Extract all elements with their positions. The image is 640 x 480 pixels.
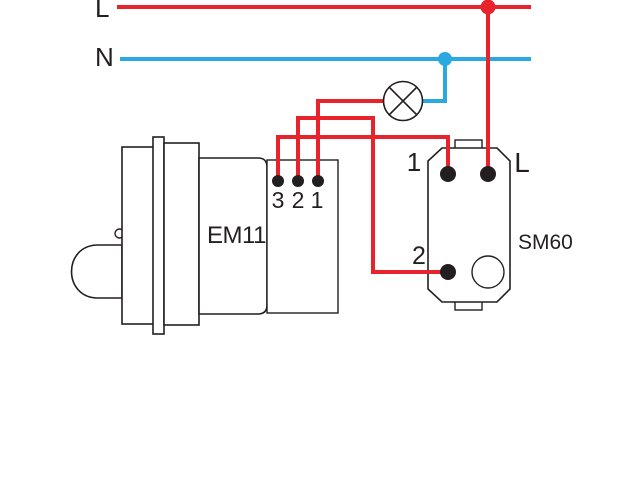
sensor-lens-dome bbox=[70, 244, 123, 299]
sensor-front-plate bbox=[163, 142, 200, 326]
junctions bbox=[272, 0, 496, 280]
sensor-terminal-1-label: 1 bbox=[311, 187, 324, 213]
neutral-junction-dot bbox=[438, 52, 452, 66]
lamp-cross-line-2 bbox=[388, 86, 418, 116]
sensor-terminal-3-dot bbox=[272, 175, 284, 187]
live-bus-label: L bbox=[95, 0, 109, 23]
pir-sensor-em11: EM11 3 2 1 bbox=[70, 136, 339, 335]
sensor-terminal-2-label: 2 bbox=[292, 187, 305, 213]
sensor-mounting-bar bbox=[152, 136, 165, 335]
wire-neutral-to-lamp bbox=[423, 59, 447, 103]
live-junction-dot bbox=[480, 0, 496, 15]
wire-sensor-t3-to-switch-t1 bbox=[276, 135, 450, 181]
lamp-icon bbox=[382, 80, 424, 122]
neutral-bus-label: N bbox=[95, 42, 114, 72]
switch-terminal-live-dot bbox=[480, 166, 496, 182]
sensor-terminal-1-dot bbox=[312, 175, 324, 187]
switch-model-label: SM60 bbox=[518, 231, 573, 254]
switch-terminal-live-label: L bbox=[514, 147, 530, 178]
wiring bbox=[117, 5, 531, 274]
sensor-terminal-3-label: 3 bbox=[272, 187, 285, 213]
sensor-model-label: EM11 bbox=[207, 222, 266, 249]
switch-terminal-2-label: 2 bbox=[412, 242, 426, 270]
sensor-terminal-2-dot bbox=[292, 175, 304, 187]
switch-module-sm60: 1 2 L SM60 bbox=[407, 139, 573, 311]
switch-knob bbox=[471, 255, 505, 289]
switch-terminal-1-label: 1 bbox=[407, 147, 421, 177]
wire-lamp-to-sensor-t1 bbox=[316, 99, 385, 181]
switch-terminal-1-dot bbox=[440, 166, 456, 182]
switch-terminal-2-dot bbox=[440, 264, 456, 280]
